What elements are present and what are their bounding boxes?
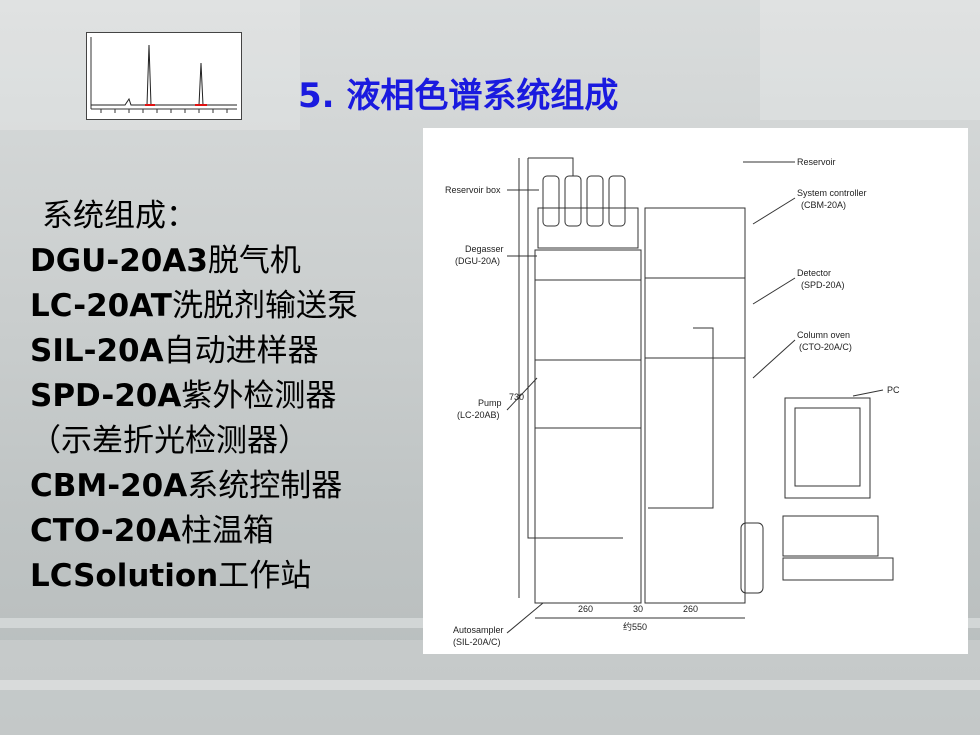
label-reservoir: Reservoir: [797, 157, 836, 167]
list-item: 系统组成：: [30, 194, 430, 239]
list-item: CTO-20A柱温箱: [30, 509, 430, 554]
component-text: 柱温箱: [180, 513, 274, 549]
component-text: （示差折光检测器）: [30, 423, 309, 459]
label-system-controller: System controller: [797, 188, 867, 198]
pc-monitor: [784, 397, 871, 499]
background-panel: [760, 0, 980, 120]
reservoir-box-shape: [537, 207, 639, 249]
label-degasser: Degasser: [465, 244, 504, 254]
pc-keyboard: [782, 557, 894, 581]
label-autosampler-model: (SIL-20A/C): [453, 637, 501, 647]
label-autosampler: Autosampler: [453, 625, 504, 635]
list-item: DGU-20A3脱气机: [30, 239, 430, 284]
degasser-unit: [534, 249, 642, 281]
component-code: SPD-20A: [30, 378, 182, 414]
component-text: 洗脱剂输送泵: [171, 288, 358, 324]
label-column-oven: Column oven: [797, 330, 850, 340]
x-ticks: [100, 109, 228, 113]
component-text: 脱气机: [207, 243, 301, 279]
tubing: [527, 157, 623, 539]
column-oven-unit: [644, 357, 746, 604]
label-reservoir-box: Reservoir box: [445, 185, 501, 195]
label-system-controller-model: (CBM-20A): [801, 200, 846, 210]
leader-line: [852, 389, 884, 397]
label-total-width: 约550: [623, 621, 647, 632]
component-text: 紫外检测器: [181, 378, 337, 414]
component-code: CTO-20A: [30, 513, 181, 549]
reservoir-bottle: [542, 175, 560, 227]
component-code: CBM-20A: [30, 468, 188, 504]
list-item: CBM-20A系统控制器: [30, 464, 430, 509]
leader-line: [752, 339, 796, 379]
leader-line: [752, 277, 796, 305]
hplc-system-diagram: Reservoir Reservoir box System controlle…: [423, 128, 968, 654]
pc-screen: [794, 407, 861, 487]
label-pump-model: (LC-20AB): [457, 410, 500, 420]
slide-title: 5. 液相色谱系统组成: [298, 76, 619, 116]
reservoir-bottle: [608, 175, 626, 227]
reservoir-bottle: [586, 175, 604, 227]
system-controller-unit: [644, 207, 746, 279]
component-text: 自动进样器: [163, 333, 319, 369]
component-code: LCSolution: [30, 558, 219, 594]
label-height: 730: [509, 392, 524, 402]
label-detector-model: (SPD-20A): [801, 280, 845, 290]
detector-unit: [644, 277, 746, 359]
leader-line: [506, 602, 544, 634]
list-item: （示差折光检测器）: [30, 419, 430, 464]
label-width-left: 260: [578, 604, 593, 614]
list-item: SIL-20A自动进样器: [30, 329, 430, 374]
list-item: LC-20AT洗脱剂输送泵: [30, 284, 430, 329]
component-text: 工作站: [218, 558, 312, 594]
list-item: LCSolution工作站: [30, 554, 430, 599]
waste-bottle: [740, 522, 764, 594]
background-panel: [0, 640, 980, 735]
label-gap: 30: [633, 604, 643, 614]
chromatogram-plot: [90, 37, 237, 113]
label-column-oven-model: (CTO-20A/C): [799, 342, 852, 352]
component-code: LC-20AT: [30, 288, 172, 324]
background-shelf: [0, 680, 980, 690]
component-code: DGU-20A3: [30, 243, 208, 279]
component-text: 系统组成：: [42, 198, 197, 234]
pc-tower: [782, 515, 879, 557]
component-code: SIL-20A: [30, 333, 164, 369]
component-text: 系统控制器: [187, 468, 343, 504]
chromatogram-thumbnail: [86, 32, 242, 120]
pump-unit-lower: [534, 359, 642, 429]
reservoir-bottle: [564, 175, 582, 227]
component-list: 系统组成： DGU-20A3脱气机 LC-20AT洗脱剂输送泵 SIL-20A自…: [30, 194, 430, 599]
label-pump: Pump: [478, 398, 502, 408]
list-item: SPD-20A紫外检测器: [30, 374, 430, 419]
leader-line: [752, 197, 796, 225]
label-width-right: 260: [683, 604, 698, 614]
pump-unit: [534, 279, 642, 361]
leader-line: [506, 377, 538, 411]
label-pc: PC: [887, 385, 900, 395]
label-degasser-model: (DGU-20A): [455, 256, 500, 266]
tubing: [648, 327, 714, 509]
hplc-schematic: Reservoir Reservoir box System controlle…: [445, 157, 900, 647]
chromatogram-trace: [91, 44, 237, 106]
autosampler-unit: [534, 427, 642, 604]
label-detector: Detector: [797, 268, 831, 278]
